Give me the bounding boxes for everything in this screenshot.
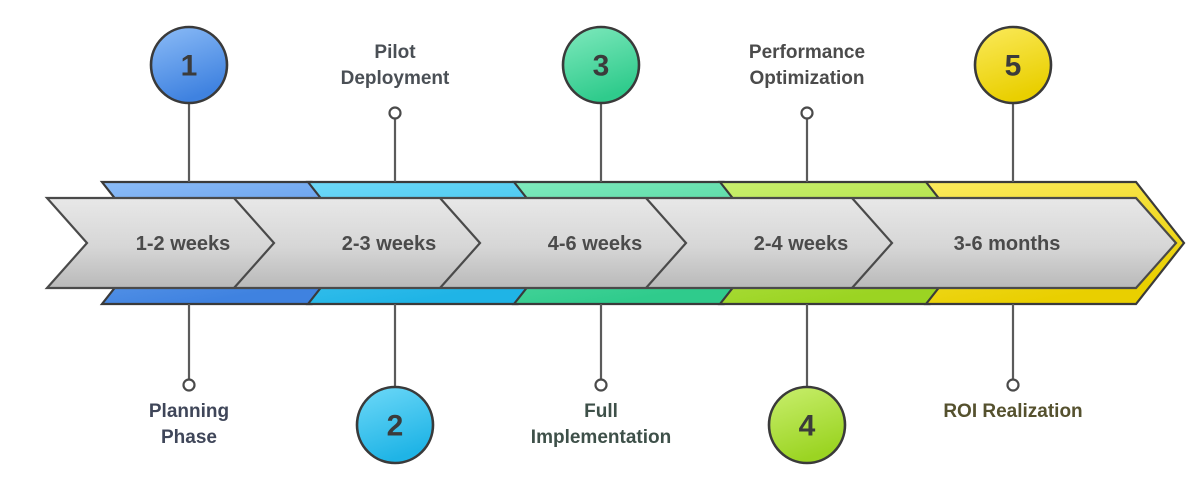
connector-endpoint-dot — [388, 106, 402, 120]
stage-label-line2: Deployment — [341, 68, 450, 89]
step-number-3: 3 — [593, 50, 610, 83]
connector-endpoint-dot — [594, 378, 608, 392]
stage-label-line2: Implementation — [531, 427, 671, 448]
stage-label-line2: Optimization — [749, 68, 864, 89]
duration-text-5: 3-6 months — [954, 233, 1061, 255]
step-marker-circle-3[interactable] — [561, 25, 641, 105]
band-separator — [645, 197, 688, 289]
step-marker-layer: 1 2 3 4 5 — [149, 25, 1053, 465]
duration-text-3: 4-6 weeks — [548, 233, 643, 255]
duration-text-1: 1-2 weeks — [136, 233, 231, 255]
band-separator — [439, 197, 482, 289]
duration-text-4: 2-4 weeks — [754, 233, 849, 255]
stage-label-line1: Planning — [149, 401, 229, 422]
band-separator — [233, 197, 276, 289]
gray-band-layer: 1-2 weeks 2-3 weeks 4-6 weeks 2-4 weeks 3-6 … — [44, 196, 1178, 290]
stage-label-line1: Full — [584, 401, 618, 422]
connector-endpoint-dot — [800, 106, 814, 120]
step-marker-circle-2[interactable] — [355, 385, 435, 465]
connector-layer — [182, 103, 1020, 392]
stage-label-5: ROI Realization — [943, 401, 1082, 422]
duration-text-2: 2-3 weeks — [342, 233, 437, 255]
step-number-5: 5 — [1005, 50, 1022, 83]
step-number-4: 4 — [799, 410, 816, 443]
step-number-2: 2 — [387, 410, 404, 443]
duration-band — [44, 196, 1178, 290]
stage-label-line2: Phase — [161, 427, 217, 448]
step-number-1: 1 — [181, 50, 198, 83]
step-marker-circle-4[interactable] — [767, 385, 847, 465]
band-separator — [851, 197, 894, 289]
connector-endpoint-dot — [1006, 378, 1020, 392]
stage-label-line1: Pilot — [374, 42, 416, 63]
stage-label-line1: ROI Realization — [943, 401, 1082, 422]
step-marker-circle-1[interactable] — [149, 25, 229, 105]
connector-endpoint-dot — [182, 378, 196, 392]
step-marker-circle-5[interactable] — [973, 25, 1053, 105]
stage-label-line1: Performance — [749, 42, 865, 63]
